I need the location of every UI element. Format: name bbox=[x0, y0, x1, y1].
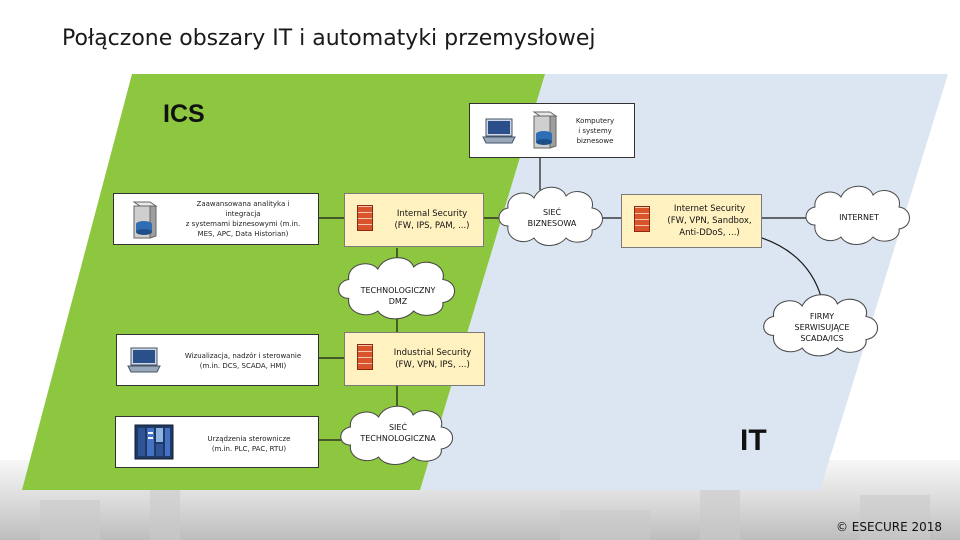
server-icon bbox=[132, 201, 158, 239]
service-companies-label: FIRMY SERWISUJĄCE SCADA/ICS bbox=[794, 312, 850, 343]
controllers-text: Urządzenia sterownicze (m.in. PLC, PAC, … bbox=[207, 435, 291, 453]
cloud-tech-net bbox=[340, 405, 454, 465]
cloud-dmz bbox=[338, 257, 456, 320]
ics-region bbox=[22, 74, 545, 490]
cloud-internet bbox=[805, 185, 910, 245]
laptop-icon bbox=[482, 118, 516, 144]
industrial-security-box: Industrial Security (FW, VPN, IPS, ...) bbox=[344, 332, 485, 386]
business-network-label: SIEĆ BIZNESOWA bbox=[527, 208, 577, 228]
it-region bbox=[420, 74, 948, 490]
internet-label: INTERNET bbox=[839, 213, 879, 222]
line-internet-sec-to-service bbox=[761, 237, 823, 301]
industrial-security-text: Industrial Security (FW, VPN, IPS, ...) bbox=[393, 348, 472, 370]
plc-icon bbox=[134, 424, 174, 460]
cloud-business-net bbox=[498, 186, 603, 246]
server-icon bbox=[532, 111, 558, 149]
visualization-text: Wizualizacja, nadzór i sterowanie (m.in.… bbox=[184, 352, 302, 370]
laptop-icon bbox=[127, 347, 161, 373]
firewall-icon bbox=[357, 344, 373, 370]
copyright-text: © ESECURE 2018 bbox=[835, 520, 942, 534]
internet-security-text: Internet Security (FW, VPN, Sandbox, Ant… bbox=[667, 204, 752, 238]
cloud-service bbox=[763, 294, 879, 357]
business-systems-text: Komputery i systemy biznesowe bbox=[575, 117, 615, 145]
firewall-icon bbox=[357, 205, 373, 231]
visualization-box: Wizualizacja, nadzór i sterowanie (m.in.… bbox=[116, 334, 319, 386]
internet-security-box: Internet Security (FW, VPN, Sandbox, Ant… bbox=[621, 194, 762, 248]
it-label: IT bbox=[740, 424, 767, 457]
business-systems-box: Komputery i systemy biznesowe bbox=[469, 103, 635, 158]
analytics-text: Zaawansowana analityka i integracja z sy… bbox=[185, 200, 301, 238]
firewall-icon bbox=[634, 206, 650, 232]
tech-network-label: SIEĆ TECHNOLOGICZNA bbox=[360, 423, 436, 443]
slide-title: Połączone obszary IT i automatyki przemy… bbox=[62, 26, 596, 51]
internal-security-text: Internal Security (FW, IPS, PAM, ...) bbox=[394, 209, 470, 231]
ics-label: ICS bbox=[163, 100, 205, 128]
internal-security-box: Internal Security (FW, IPS, PAM, ...) bbox=[344, 193, 484, 247]
analytics-box: Zaawansowana analityka i integracja z sy… bbox=[113, 193, 319, 245]
clouds bbox=[338, 185, 910, 465]
dmz-label: TECHNOLOGICZNY DMZ bbox=[360, 286, 436, 306]
controllers-box: Urządzenia sterownicze (m.in. PLC, PAC, … bbox=[115, 416, 319, 468]
